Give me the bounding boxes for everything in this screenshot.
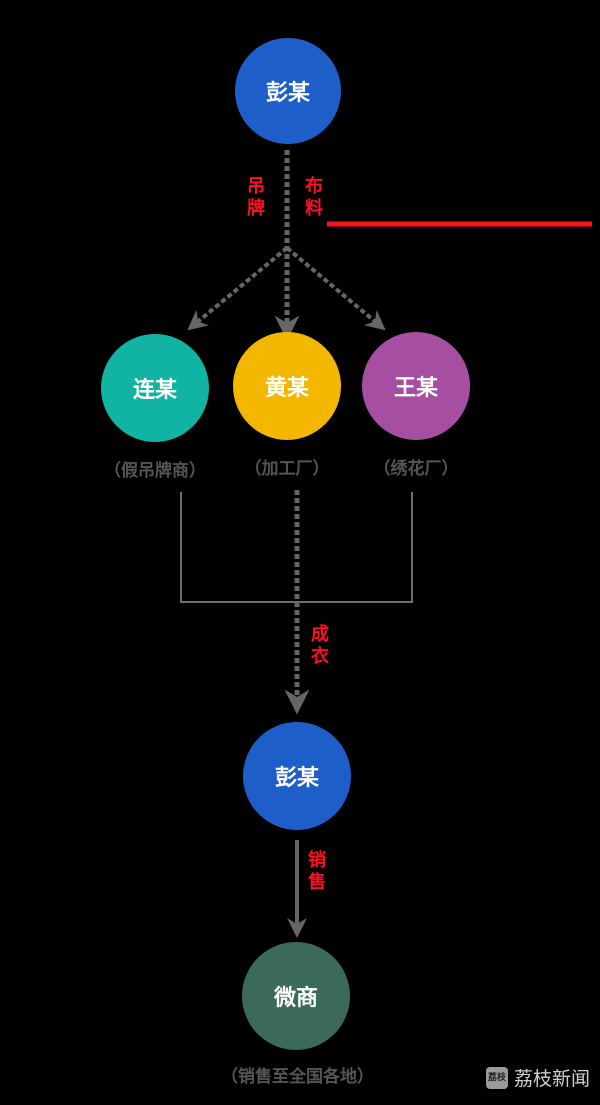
node-weishang-label: 微商	[273, 986, 318, 1011]
node-huang: 黄某	[233, 332, 341, 440]
node-huang-label: 黄某	[264, 376, 309, 401]
node-weishang-sub: （销售至全国各地）	[221, 1067, 374, 1087]
node-peng-top: 彭某	[235, 38, 341, 144]
node-huang-sub: （加工厂）	[244, 459, 330, 479]
edge-label-garment: 成 衣	[311, 624, 329, 667]
watermark-text: 荔枝新闻	[513, 1068, 590, 1090]
edge-label-fabric: 布 料	[305, 176, 323, 219]
edge-top-to-wang	[285, 246, 386, 331]
node-lian-sub: （假吊牌商）	[104, 461, 206, 481]
node-wang-sub: （绣花厂）	[373, 459, 459, 479]
node-peng-mid: 彭某	[243, 722, 351, 830]
watermark: 荔枝 荔枝新闻	[485, 1064, 590, 1091]
node-wang-label: 王某	[393, 376, 438, 401]
node-lian: 连某	[101, 334, 209, 442]
node-peng-top-label: 彭某	[265, 81, 310, 106]
edge-top-to-lian	[187, 246, 289, 331]
node-weishang: 微商	[242, 942, 350, 1050]
watermark-logo-icon: 荔枝	[485, 1066, 508, 1089]
node-lian-label: 连某	[132, 378, 177, 403]
node-wang: 王某	[362, 332, 470, 440]
edge-label-sales: 销 售	[308, 850, 326, 893]
node-peng-mid-label: 彭某	[274, 766, 319, 791]
edge-label-tag: 吊 牌	[247, 176, 265, 219]
